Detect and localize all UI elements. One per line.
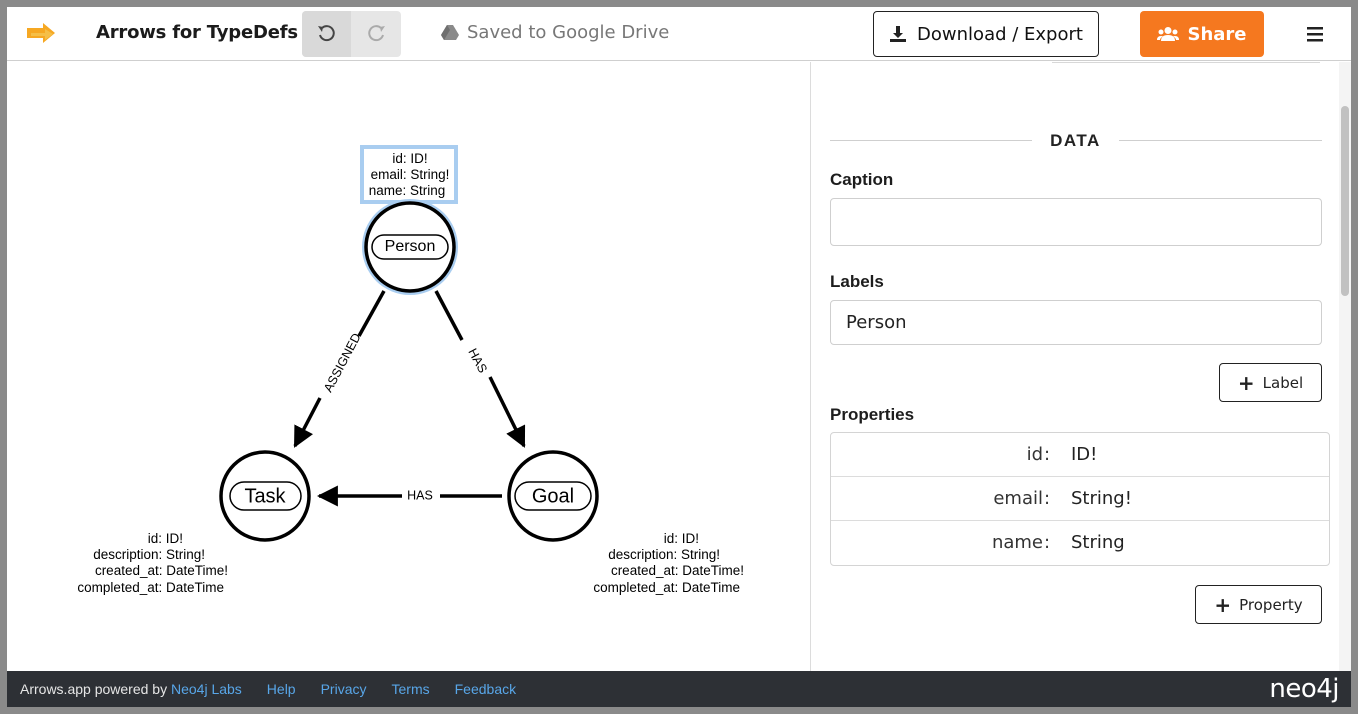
property-colon: : (1044, 444, 1051, 465)
data-section-title: DATA (1050, 131, 1101, 150)
property-value[interactable]: String! (1071, 488, 1132, 509)
top-toolbar: Arrows for TypeDefs Saved to Google D (7, 7, 1351, 61)
terms-link[interactable]: Terms (391, 681, 430, 697)
hamburger-menu-icon[interactable] (1305, 23, 1327, 45)
relationship-label-assigned: ASSIGNED (321, 331, 364, 395)
inspector-scrollbar[interactable] (1339, 62, 1351, 671)
relationship-assigned[interactable]: ASSIGNED (293, 290, 386, 448)
share-label: Share (1187, 23, 1247, 45)
relationship-label-has-goal: HAS (465, 346, 489, 375)
undo-icon (317, 25, 335, 42)
labels-label: Labels (830, 272, 884, 291)
google-drive-icon (441, 24, 459, 40)
download-export-button[interactable]: Download / Export (873, 11, 1099, 57)
add-label-button[interactable]: + Label (1219, 363, 1322, 402)
node-person-properties-box (360, 145, 458, 204)
app-title: Arrows for TypeDefs (96, 22, 298, 43)
privacy-link[interactable]: Privacy (320, 681, 367, 697)
node-goal-property: completed_at: DateTime (593, 580, 740, 595)
node-task-property: completed_at: DateTime (77, 580, 224, 595)
relationship-goal-has-task[interactable]: HAS (316, 485, 502, 507)
property-key[interactable]: id (1026, 444, 1043, 465)
property-colon: : (1044, 532, 1051, 553)
caption-input[interactable] (830, 198, 1322, 246)
node-goal-property: description: String! (608, 547, 720, 562)
properties-label: Properties (830, 405, 915, 424)
plus-icon: + (1237, 370, 1255, 395)
node-goal[interactable]: Goal id: ID! description: String! create… (507, 450, 744, 595)
node-person-property: id: ID! (392, 151, 427, 166)
scrollbar-thumb[interactable] (1341, 106, 1349, 296)
relationship-label-has-task: HAS (407, 488, 433, 502)
property-key[interactable]: email (993, 488, 1043, 509)
inspector-panel: DATA Caption Labels Person + Label Prope… (812, 62, 1339, 671)
graph-canvas[interactable]: ASSIGNED HAS HAS id: ID! email: String! … (7, 62, 811, 671)
caption-label: Caption (830, 170, 894, 189)
add-property-button[interactable]: + Property (1195, 585, 1322, 624)
top-divider (1052, 62, 1320, 63)
users-icon (1157, 27, 1180, 41)
properties-table: id : ID! email : String! name : String (830, 432, 1330, 566)
property-row[interactable]: name : String (831, 521, 1329, 565)
data-section-divider: DATA (830, 128, 1322, 152)
node-task-property: created_at: DateTime! (95, 563, 228, 578)
redo-button[interactable] (351, 11, 400, 57)
undo-button[interactable] (302, 11, 351, 57)
property-key[interactable]: name (991, 532, 1043, 553)
add-label-text: Label (1262, 373, 1304, 392)
feedback-link[interactable]: Feedback (454, 681, 517, 697)
save-status-text: Saved to Google Drive (467, 22, 670, 43)
property-row[interactable]: email : String! (831, 477, 1329, 521)
node-person[interactable]: id: ID! email: String! name: String Pers… (360, 145, 458, 295)
relationship-person-has-goal[interactable]: HAS (434, 290, 526, 448)
powered-by-text: Arrows.app powered by (20, 681, 168, 697)
node-goal-property: id: ID! (664, 531, 699, 546)
arrows-logo-icon (27, 23, 55, 43)
plus-icon: + (1214, 592, 1232, 617)
neo4j-logo: neo4j (1269, 674, 1339, 704)
node-task-caption: Task (244, 485, 286, 507)
download-export-label: Download / Export (917, 23, 1083, 45)
property-row[interactable]: id : ID! (831, 433, 1329, 477)
app-window: Arrows for TypeDefs Saved to Google D (7, 7, 1351, 707)
footer-bar: Arrows.app powered by Neo4j Labs Help Pr… (7, 671, 1351, 707)
graph-drawing: ASSIGNED HAS HAS id: ID! email: String! … (77, 145, 744, 595)
property-value[interactable]: ID! (1071, 444, 1098, 465)
help-link[interactable]: Help (266, 681, 296, 697)
property-value[interactable]: String (1071, 532, 1125, 553)
powered-by: Arrows.app powered by Neo4j Labs (20, 681, 242, 697)
undo-redo-group (302, 11, 401, 57)
download-icon (890, 26, 907, 42)
redo-icon (367, 25, 385, 42)
node-person-property: email: String! (371, 167, 450, 182)
node-task[interactable]: Task id: ID! description: String! create… (77, 450, 311, 595)
save-status: Saved to Google Drive (441, 22, 669, 43)
share-button[interactable]: Share (1140, 11, 1264, 57)
labels-input[interactable]: Person (830, 300, 1322, 345)
node-person-property: name: String (369, 183, 446, 198)
node-task-property: description: String! (93, 547, 205, 562)
node-goal-caption: Goal (532, 485, 574, 507)
property-colon: : (1044, 488, 1051, 509)
node-goal-property: created_at: DateTime! (611, 563, 744, 578)
node-person-caption: Person (385, 238, 436, 255)
neo4j-labs-link[interactable]: Neo4j Labs (170, 681, 242, 697)
add-property-text: Property (1239, 595, 1303, 614)
node-task-property: id: ID! (148, 531, 183, 546)
